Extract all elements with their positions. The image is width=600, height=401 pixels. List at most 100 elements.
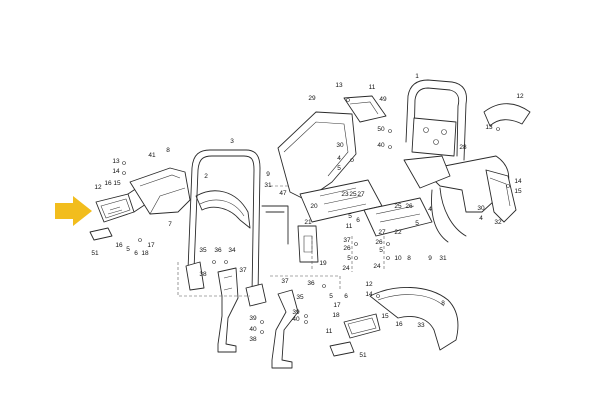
callout-c32: 32 (494, 219, 502, 226)
left-vent-duct (95, 185, 147, 223)
callout-c28: 28 (459, 144, 467, 151)
callout-c5g: 5 (329, 293, 333, 300)
callout-c5e: 5 (347, 255, 351, 262)
callout-c34: 34 (228, 247, 236, 254)
callout-c26a: 26 (405, 203, 413, 210)
left-air-channel (129, 167, 191, 215)
callout-c39b: 39 (249, 315, 257, 322)
callout-c10: 10 (394, 255, 402, 262)
callout-c5b: 5 (337, 165, 341, 172)
callout-c39a: 39 (292, 309, 300, 316)
callout-c11b: 11 (346, 223, 353, 230)
plate-51-right (329, 341, 355, 357)
callout-c14a: 14 (112, 168, 120, 175)
callout-c51b: 51 (359, 352, 367, 359)
pointer-arrow-icon (55, 196, 92, 226)
callout-c5c: 5 (348, 213, 352, 220)
plate-51-left (89, 227, 113, 241)
callout-c29: 29 (308, 95, 316, 102)
callout-c37a: 37 (239, 267, 247, 274)
callout-c6a: 6 (134, 250, 138, 257)
callout-c25a: 25 (349, 191, 357, 198)
callout-c35b: 35 (296, 294, 304, 301)
callout-c18b: 18 (332, 312, 340, 319)
callout-c50: 50 (377, 126, 385, 133)
callout-c8c: 8 (441, 300, 445, 307)
callout-c35a: 35 (199, 247, 207, 254)
right-lower-bracket (271, 289, 299, 369)
callout-c30b: 30 (477, 205, 485, 212)
callout-c27a: 27 (357, 191, 365, 198)
callout-c8a: 8 (166, 147, 170, 154)
left-lower-bracket (217, 267, 239, 353)
callout-c17b: 17 (333, 302, 341, 309)
callout-c16c: 16 (395, 321, 403, 328)
callout-c24b: 24 (373, 263, 381, 270)
callout-c9b: 9 (428, 255, 432, 262)
callout-c4c: 4 (428, 206, 432, 213)
callout-c20: 20 (310, 203, 318, 210)
mid-rod-bracket (261, 205, 319, 263)
callout-c26b: 26 (343, 245, 351, 252)
callout-c40b: 40 (292, 316, 300, 323)
callout-c49: 49 (379, 96, 387, 103)
callout-c11a: 11 (369, 84, 376, 91)
callout-c6c: 6 (344, 293, 348, 300)
callout-c38: 38 (199, 271, 207, 278)
callout-c26c: 26 (375, 239, 383, 246)
callout-c15b: 15 (514, 188, 522, 195)
callout-c1: 1 (415, 73, 419, 80)
rear-cowl-panel (277, 95, 387, 201)
seat-handle-frame (405, 79, 467, 161)
callout-c36b: 36 (307, 280, 315, 287)
rollover-frame (185, 149, 267, 307)
callout-c3: 3 (230, 138, 234, 145)
callout-c15c: 15 (381, 313, 389, 320)
callout-c17a: 17 (147, 242, 155, 249)
callout-c37c: 37 (281, 278, 289, 285)
left-fender (195, 190, 251, 229)
assembly-guides (177, 185, 385, 297)
callout-c12c: 12 (365, 281, 373, 288)
callout-c2: 2 (204, 173, 208, 180)
callout-c13a: 13 (112, 158, 120, 165)
callout-c5d: 5 (415, 220, 419, 227)
callout-c22: 22 (394, 229, 402, 236)
callout-c4a: 4 (337, 155, 341, 162)
callout-c21: 21 (304, 219, 312, 226)
callout-c38b: 38 (249, 336, 257, 343)
callout-c30a: 30 (336, 142, 344, 149)
callout-c18a: 18 (141, 250, 149, 257)
callout-c33: 33 (417, 322, 425, 329)
callout-c31b: 31 (439, 255, 447, 262)
callout-c40a: 40 (377, 142, 385, 149)
callout-c7: 7 (168, 221, 172, 228)
callout-c25b: 25 (394, 203, 402, 210)
callout-c13c: 13 (485, 124, 493, 131)
callout-c12b: 12 (516, 93, 524, 100)
callout-c4b: 4 (479, 215, 483, 222)
callout-c13b: 13 (335, 82, 343, 89)
callout-c23: 23 (341, 191, 349, 198)
callout-c27b: 27 (378, 229, 386, 236)
callout-c16b: 16 (115, 242, 123, 249)
callout-c5a: 5 (126, 246, 130, 253)
callout-c9a: 9 (266, 171, 270, 178)
callout-c40c: 40 (249, 326, 257, 333)
callout-c19: 19 (319, 260, 327, 267)
callout-c36a: 36 (214, 247, 222, 254)
callout-c16a: 16 (104, 180, 112, 187)
right-fender (403, 155, 517, 243)
callout-c41: 41 (148, 152, 156, 159)
callout-c47: 47 (279, 190, 287, 197)
callout-c37b: 37 (343, 237, 351, 244)
callout-c14c: 14 (365, 291, 373, 298)
callout-c51a: 51 (91, 250, 99, 257)
fasteners (122, 98, 510, 334)
callout-c15a: 15 (113, 180, 121, 187)
callout-c8b: 8 (407, 255, 411, 262)
callout-c5f: 5 (379, 247, 383, 254)
floor-plates (299, 179, 433, 237)
